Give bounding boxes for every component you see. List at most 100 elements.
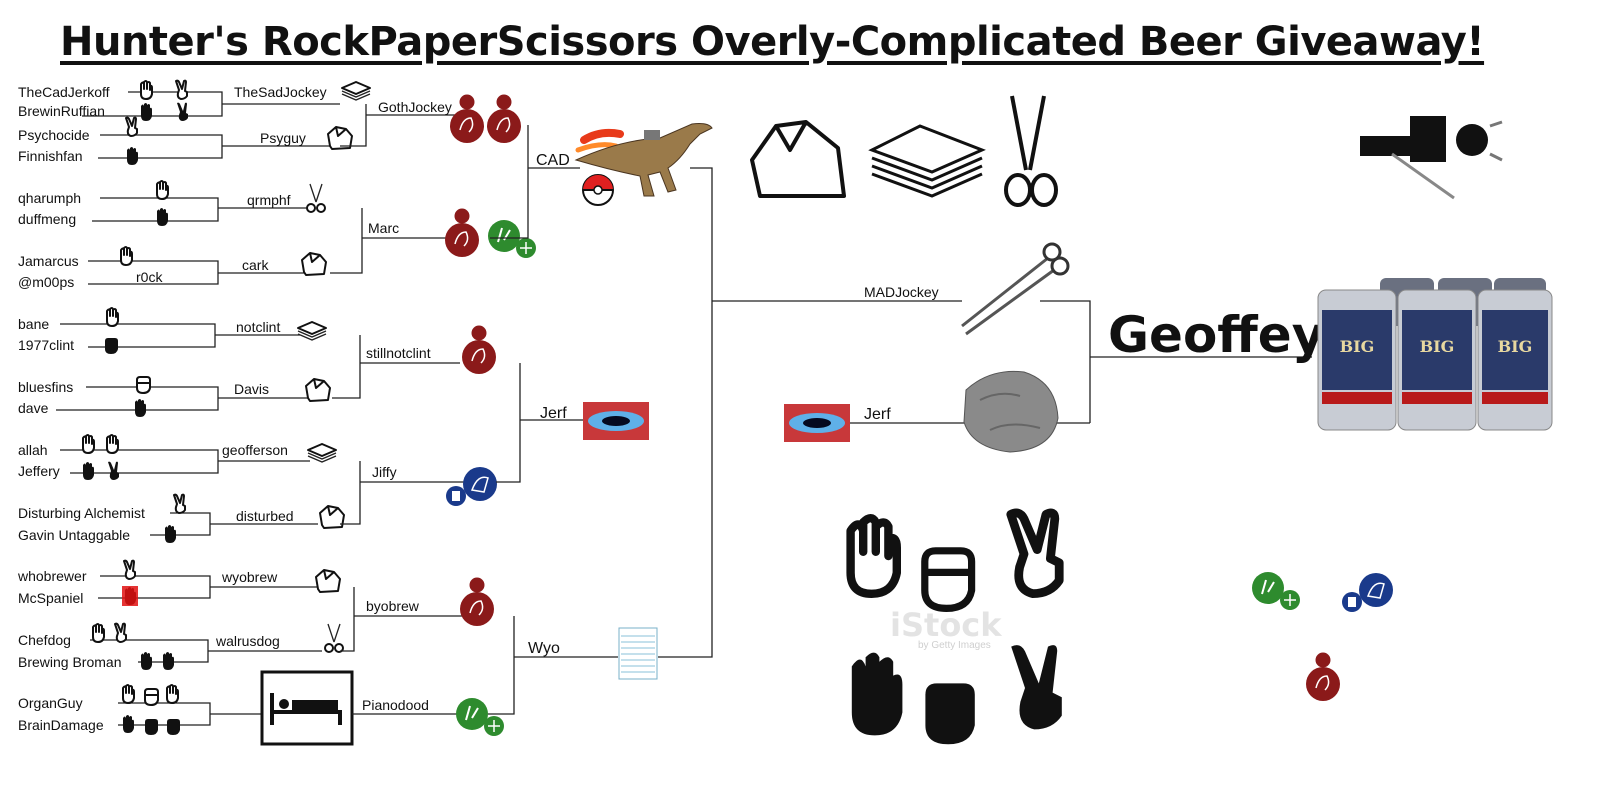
r0ck-label: r0ck xyxy=(136,269,163,285)
scissors-icon xyxy=(1004,95,1058,207)
red-team-icon xyxy=(444,207,480,258)
rock-icon xyxy=(315,569,341,593)
round2-name: walrusdog xyxy=(215,633,280,649)
round3-name: Jiffy xyxy=(372,464,397,480)
champion-name: Geoffey xyxy=(1108,306,1324,364)
peace-icon xyxy=(123,559,136,580)
entrant-name: Disturbing Alchemist xyxy=(18,505,145,521)
stick-figure-icon xyxy=(1360,116,1503,200)
entrant-name: Finnishfan xyxy=(18,148,83,164)
peace-icon xyxy=(175,79,188,100)
round2-name: disturbed xyxy=(236,508,294,524)
round3-name: stillnotclint xyxy=(366,345,431,361)
peace-icon xyxy=(1011,645,1062,730)
black-hole-icon xyxy=(583,402,649,440)
round3-name: Marc xyxy=(368,220,399,236)
beer-six-pack-icon: BIG BIG BIG xyxy=(1317,278,1553,431)
green-team-icon xyxy=(1251,571,1301,611)
round2-name: qrmphf xyxy=(247,192,291,208)
hand-icon xyxy=(141,652,152,670)
raptor-icon xyxy=(574,123,713,197)
watermark-subtext: by Getty Images xyxy=(918,640,991,651)
scissors-icon xyxy=(324,623,344,653)
round4-name: CAD xyxy=(536,152,570,169)
hand-icon xyxy=(163,652,174,670)
red-team-icon xyxy=(1305,651,1341,702)
rock-icon xyxy=(301,252,327,276)
red-team-icon xyxy=(486,93,522,144)
hand-icon xyxy=(140,80,153,100)
hand-icon xyxy=(156,180,169,200)
fist-icon xyxy=(136,376,151,394)
hand-icon xyxy=(106,307,119,327)
hand-icon xyxy=(120,246,133,266)
peace-icon xyxy=(114,622,127,643)
entrant-name: bluesfins xyxy=(18,379,73,395)
entrant-name: Gavin Untaggable xyxy=(18,527,130,543)
hand-icon xyxy=(122,586,138,606)
paper-icon xyxy=(868,124,986,198)
fist-icon xyxy=(925,551,972,609)
entrant-name: BrewinRuffian xyxy=(18,103,105,119)
hand-icon xyxy=(165,525,176,543)
boulder-icon xyxy=(963,370,1059,453)
round2-name: TheSadJockey xyxy=(234,84,327,100)
black-hole-icon xyxy=(784,404,850,442)
entrant-name: 1977clint xyxy=(18,337,74,353)
hand-icon xyxy=(83,462,94,480)
hand-icon xyxy=(127,147,138,165)
peace-icon xyxy=(108,461,119,480)
red-team-icon xyxy=(449,93,485,144)
hand-icon xyxy=(141,103,152,121)
round2-name: Davis xyxy=(234,381,269,397)
entrant-name: TheCadJerkoff xyxy=(18,84,110,100)
hand-icon xyxy=(123,715,134,733)
hand-icon xyxy=(166,684,179,704)
hand-icon xyxy=(122,684,135,704)
entrant-name: dave xyxy=(18,400,49,416)
paper-icon xyxy=(341,81,371,101)
round3-name: byobrew xyxy=(366,598,420,614)
entrant-name: duffmeng xyxy=(18,211,76,227)
round3-name: GothJockey xyxy=(378,99,452,115)
peace-icon xyxy=(177,102,188,121)
fist-icon xyxy=(925,683,975,745)
hand-icon xyxy=(851,652,903,736)
round2-name: Psyguy xyxy=(260,130,306,146)
green-team-icon xyxy=(455,697,505,737)
svg-text:BIG: BIG xyxy=(1498,337,1533,356)
scissors-icon xyxy=(306,183,326,213)
rock-icon xyxy=(319,505,345,529)
paper-icon xyxy=(618,627,658,680)
entrant-name: Psychocide xyxy=(18,127,90,143)
round2-name: geofferson xyxy=(222,442,288,458)
entrant-name: Brewing Broman xyxy=(18,654,122,670)
rock-icon xyxy=(750,120,846,198)
semifinal-name: MADJockey xyxy=(864,284,939,300)
bed-icon xyxy=(260,670,354,746)
fist-icon xyxy=(105,338,118,354)
entrant-name: allah xyxy=(18,442,48,458)
scissors-icon xyxy=(961,242,1070,336)
entrant-name: qharumph xyxy=(18,190,81,206)
semifinal-name: Jerf xyxy=(864,406,891,423)
svg-text:BIG: BIG xyxy=(1340,337,1375,356)
rock-icon xyxy=(305,378,331,402)
fist-icon xyxy=(145,719,158,735)
paper-icon xyxy=(307,443,337,463)
blue-team-icon xyxy=(1341,572,1394,613)
red-team-icon xyxy=(459,576,495,627)
hand-icon xyxy=(851,518,897,594)
round3-name: Pianodood xyxy=(362,697,429,713)
fist-icon xyxy=(144,688,159,706)
entrant-name: Jamarcus xyxy=(18,253,79,269)
svg-text:BIG: BIG xyxy=(1420,337,1455,356)
peace-icon xyxy=(125,116,138,137)
round4-name: Wyo xyxy=(528,640,560,657)
round2-name: notclint xyxy=(236,319,280,335)
entrant-name: bane xyxy=(18,316,49,332)
blue-team-icon xyxy=(445,466,498,507)
pokeball-icon xyxy=(582,174,614,206)
hand-icon xyxy=(82,434,95,454)
entrant-name: Chefdog xyxy=(18,632,71,648)
